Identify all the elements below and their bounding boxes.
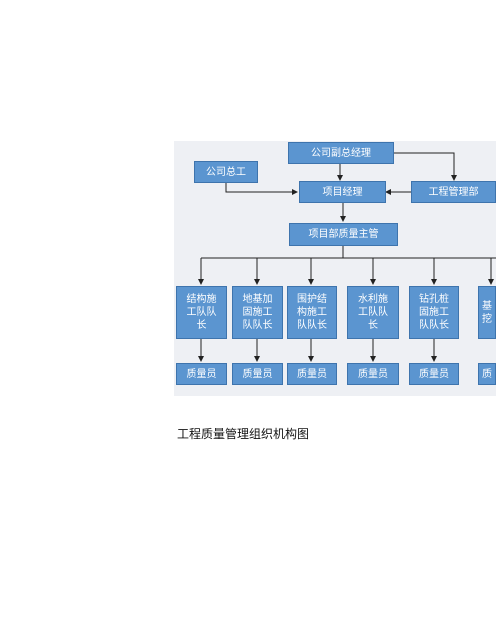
inspector-node: 质量员	[176, 363, 227, 385]
inspector-node: 质量员	[287, 363, 337, 385]
team-leader-node: 围护结 构施工 队队长	[287, 286, 337, 339]
inspector-node: 质量员	[409, 363, 459, 385]
team-leader-node: 地基加 固施工 队队长	[232, 286, 283, 339]
project-manager-node: 项目经理	[299, 181, 386, 203]
figure-caption: 工程质量管理组织机构图	[177, 427, 310, 441]
inspector-node: 质量员	[232, 363, 283, 385]
inspector-node: 质	[478, 363, 496, 385]
team-leader-node: 结构施 工队队 长	[176, 286, 227, 339]
team-leader-node: 基 挖	[478, 286, 496, 339]
team-leader-node: 钻孔桩 固施工 队队长	[409, 286, 459, 339]
team-leader-node: 水利施 工队队 长	[347, 286, 399, 339]
chief-engineer-node: 公司总工	[194, 161, 258, 183]
engineering-dept-node: 工程管理部	[411, 181, 496, 203]
inspector-node: 质量员	[347, 363, 399, 385]
quality-head-node: 项目部质量主管	[289, 223, 398, 246]
top-manager-node: 公司副总经理	[288, 142, 394, 164]
